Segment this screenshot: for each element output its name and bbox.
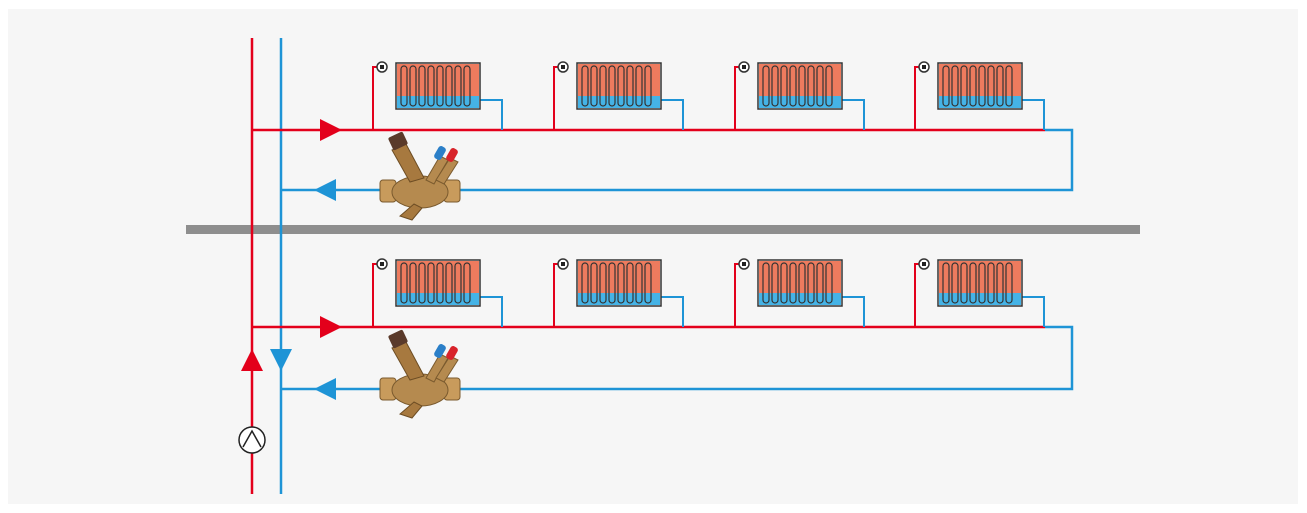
radiator — [552, 258, 684, 327]
floor-slab — [186, 225, 1140, 234]
radiator — [913, 258, 1045, 327]
radiator — [371, 61, 503, 130]
balancing-valve — [379, 130, 461, 221]
radiator — [371, 258, 503, 327]
return-riser-arrow — [270, 349, 292, 371]
supply-flow-arrow — [320, 119, 342, 141]
lower-floor-circuit — [252, 258, 1074, 419]
circulation-pump-icon — [238, 426, 266, 454]
radiator — [733, 61, 865, 130]
return-flow-arrow — [314, 179, 336, 201]
radiator — [552, 61, 684, 130]
supply-flow-arrow — [320, 316, 342, 338]
supply-riser-arrow — [241, 349, 263, 371]
return-flow-arrow — [314, 378, 336, 400]
radiator — [913, 61, 1045, 130]
radiator — [733, 258, 865, 327]
upper-floor-circuit — [252, 61, 1074, 221]
balancing-valve — [379, 328, 461, 419]
